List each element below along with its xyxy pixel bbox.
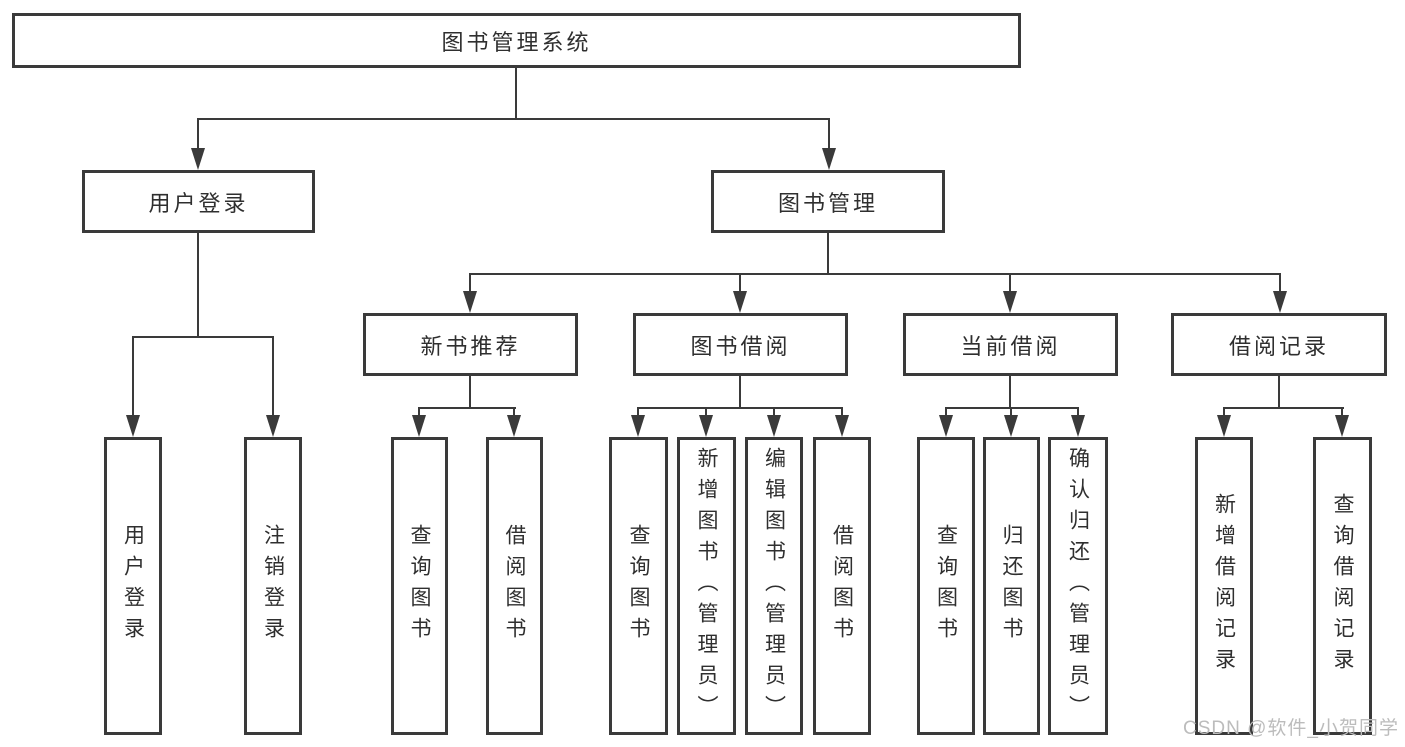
node-leaf-user-login: 用户登录 [104, 437, 162, 735]
node-book-borrow: 图书借阅 [633, 313, 848, 376]
node-leaf-bb-edit: 编辑图书（管理员） [745, 437, 803, 735]
node-label: 注销登录 [261, 524, 285, 648]
arrow-down-icon [939, 415, 953, 437]
node-leaf-br-query: 查询借阅记录 [1313, 437, 1372, 735]
node-leaf-cb-return: 归还图书 [983, 437, 1040, 735]
connector-drop-leaf [945, 407, 947, 419]
connector-drop-current-borrow [1009, 273, 1011, 293]
arrow-down-icon [767, 415, 781, 437]
arrow-down-icon [1071, 415, 1085, 437]
connector-drop-leaf [513, 407, 515, 419]
node-label: 查询图书 [934, 524, 958, 648]
arrow-down-icon [412, 415, 426, 437]
connector-drop-borrow-records [1279, 273, 1281, 293]
node-label: 查询图书 [627, 524, 650, 648]
arrow-down-icon [1273, 291, 1287, 313]
connector-drop-leaf [773, 407, 775, 419]
arrow-down-icon [835, 415, 849, 437]
node-leaf-nb-query: 查询图书 [391, 437, 448, 735]
node-borrow-records: 借阅记录 [1171, 313, 1387, 376]
connector-drop-user-login-group [197, 118, 199, 152]
connector-borrow-records-branch [1223, 407, 1344, 409]
connector-drop-book-borrow [739, 273, 741, 293]
arrow-down-icon [266, 415, 280, 437]
node-book-mgmt: 图书管理 [711, 170, 945, 233]
arrow-down-icon [631, 415, 645, 437]
node-root: 图书管理系统 [12, 13, 1021, 68]
arrow-down-icon [1217, 415, 1231, 437]
connector-drop-new-book-rec [469, 273, 471, 293]
connector-book-mgmt-stem [827, 233, 829, 273]
connector-borrow-records-stem [1278, 376, 1280, 407]
csdn-watermark: CSDN @软件_小贺同学 [1183, 718, 1399, 739]
connector-drop-leaf [637, 407, 639, 419]
connector-root-stem [515, 68, 517, 118]
node-current-borrow: 当前借阅 [903, 313, 1118, 376]
node-label: 归还图书 [1000, 524, 1023, 648]
arrow-down-icon [1004, 415, 1018, 437]
connector-drop-leaf-logout [272, 336, 274, 417]
node-leaf-cb-confirm: 确认归还（管理员） [1048, 437, 1108, 735]
node-leaf-bb-query: 查询图书 [609, 437, 668, 735]
connector-drop-book-mgmt [828, 118, 830, 152]
node-label: 新增图书（管理员） [695, 446, 718, 726]
arrow-down-icon [1003, 291, 1017, 313]
connector-root-branch [197, 118, 830, 120]
arrow-down-icon [191, 148, 205, 170]
connector-drop-leaf [1341, 407, 1343, 419]
connector-drop-leaf-user-login [132, 336, 134, 417]
arrow-down-icon [126, 415, 140, 437]
connector-drop-leaf [1010, 407, 1012, 419]
node-leaf-bb-add: 新增图书（管理员） [677, 437, 736, 735]
arrow-down-icon [1335, 415, 1349, 437]
connector-drop-leaf [1077, 407, 1079, 419]
node-label: 新增借阅记录 [1212, 493, 1236, 679]
node-label: 查询借阅记录 [1331, 493, 1354, 679]
arrow-down-icon [507, 415, 521, 437]
node-label: 用户登录 [121, 524, 145, 648]
node-leaf-br-add: 新增借阅记录 [1195, 437, 1253, 735]
connector-drop-leaf [705, 407, 707, 419]
node-leaf-nb-borrow: 借阅图书 [486, 437, 543, 735]
arrow-down-icon [733, 291, 747, 313]
connector-drop-leaf [1223, 407, 1225, 419]
arrow-down-icon [699, 415, 713, 437]
connector-drop-leaf [418, 407, 420, 419]
node-label: 借阅图书 [830, 524, 854, 648]
connector-drop-leaf [841, 407, 843, 419]
connector-user-login-branch [132, 336, 274, 338]
connector-new-book-rec-branch [418, 407, 516, 409]
connector-book-borrow-stem [739, 376, 741, 407]
node-label: 借阅图书 [503, 524, 526, 648]
node-leaf-cb-query: 查询图书 [917, 437, 975, 735]
connector-user-login-stem [197, 233, 199, 336]
node-label: 查询图书 [408, 524, 431, 648]
node-label: 编辑图书（管理员） [762, 446, 786, 726]
connector-book-mgmt-branch [469, 273, 1281, 275]
node-user-login-group: 用户登录 [82, 170, 315, 233]
node-label: 确认归还（管理员） [1066, 446, 1090, 726]
arrow-down-icon [822, 148, 836, 170]
connector-new-book-rec-stem [469, 376, 471, 407]
node-leaf-bb-borrow: 借阅图书 [813, 437, 871, 735]
connector-current-borrow-branch [945, 407, 1079, 409]
node-leaf-logout: 注销登录 [244, 437, 302, 735]
arrow-down-icon [463, 291, 477, 313]
connector-book-borrow-branch [637, 407, 843, 409]
node-new-book-rec: 新书推荐 [363, 313, 578, 376]
connector-current-borrow-stem [1009, 376, 1011, 407]
